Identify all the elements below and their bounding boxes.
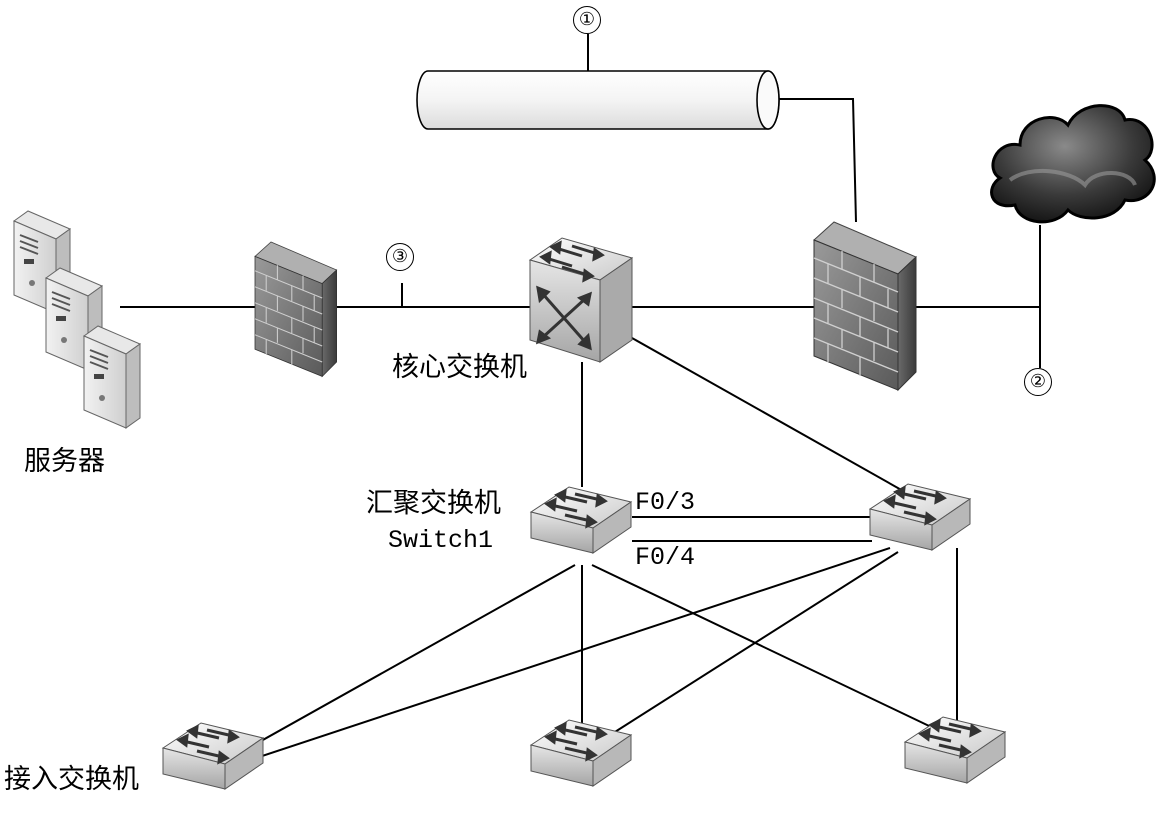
access-switch-label: 接入交换机 (4, 764, 139, 795)
internet-cloud-icon (990, 104, 1156, 224)
aggregation-switch-name: Switch1 (388, 526, 494, 555)
link-agg1-access1 (244, 564, 576, 751)
aggregation-switch-icon (529, 485, 633, 555)
server-icon (83, 325, 141, 429)
link-agg2-access1 (249, 547, 891, 761)
core-switch-label: 核心交换机 (392, 352, 527, 383)
access-switch-icon (529, 718, 633, 788)
network-links (120, 34, 1041, 761)
firewall-icon (813, 221, 917, 391)
access-switch-icon (161, 721, 265, 791)
port-f03-label: F0/3 (635, 488, 696, 517)
firewall-icon (254, 241, 338, 377)
core-switch-icon (528, 237, 634, 363)
server-group (13, 210, 141, 429)
access-switch-icon (903, 715, 1007, 785)
marker-2: ② (1024, 368, 1052, 396)
link-firewall2-dmz (777, 98, 857, 223)
cylinder-link (416, 70, 780, 130)
aggregation-switch-label: 汇聚交换机 (366, 488, 501, 519)
servers-label: 服务器 (24, 446, 105, 477)
link-core-agg2 (631, 337, 906, 493)
marker-3: ③ (386, 243, 414, 271)
marker-1: ① (573, 6, 601, 34)
port-f04-label: F0/4 (635, 543, 696, 572)
aggregation-switch-icon (868, 482, 972, 552)
link-agg2-access2 (606, 551, 899, 738)
link-agg1-access3 (591, 564, 949, 736)
